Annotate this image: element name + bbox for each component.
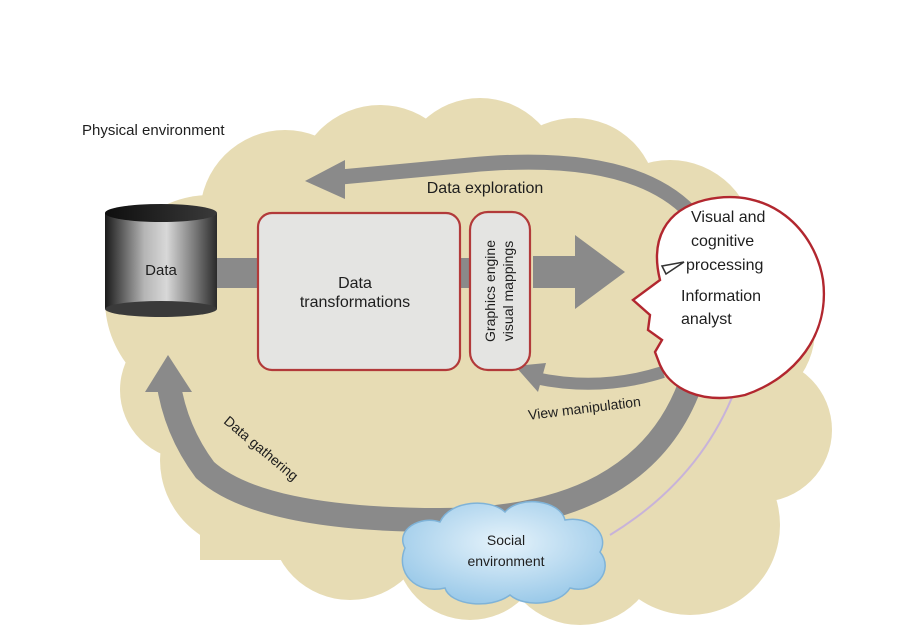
data-store-cylinder: Data <box>105 204 217 317</box>
head-label-line3: processing <box>686 257 763 274</box>
data-to-transform-arrow <box>215 258 265 288</box>
social-environment-cloud: Social environment <box>401 500 606 605</box>
transformations-label-line1: Data <box>338 275 372 292</box>
data-gathering-arrow <box>156 378 702 533</box>
graphics-engine-box: Graphics engine visual mappings <box>468 210 532 372</box>
head-label-line5: analyst <box>681 311 732 328</box>
data-transformations-box: Data transformations <box>256 211 462 372</box>
data-exploration-label: Data exploration <box>427 180 544 197</box>
physical-environment-title: Physical environment <box>82 122 225 139</box>
transformations-label-line2: transformations <box>300 294 410 311</box>
flow-arrows <box>145 154 736 536</box>
graphics-label-line2: visual mappings <box>500 241 516 341</box>
data-gathering-arrowhead <box>145 355 192 392</box>
social-label-line2: environment <box>467 553 544 569</box>
head-label-line4: Information <box>681 288 761 305</box>
social-label-line1: Social <box>487 532 525 548</box>
view-manipulation-arrowhead <box>515 363 546 392</box>
view-manipulation-arrow <box>533 366 665 390</box>
head-label-line1: Visual and <box>691 209 765 226</box>
information-analyst-head: Visual and cognitive processing Informat… <box>631 195 826 400</box>
eye-icon <box>660 261 685 276</box>
data-store-label: Data <box>145 262 177 279</box>
analyst-social-link <box>609 389 736 536</box>
data-exploration-arrowhead <box>305 160 345 199</box>
graphics-to-analyst-arrow <box>533 235 625 309</box>
data-exploration-arrow <box>329 154 696 218</box>
head-label-line2: cognitive <box>691 233 754 250</box>
graphics-label-line1: Graphics engine <box>482 240 498 342</box>
